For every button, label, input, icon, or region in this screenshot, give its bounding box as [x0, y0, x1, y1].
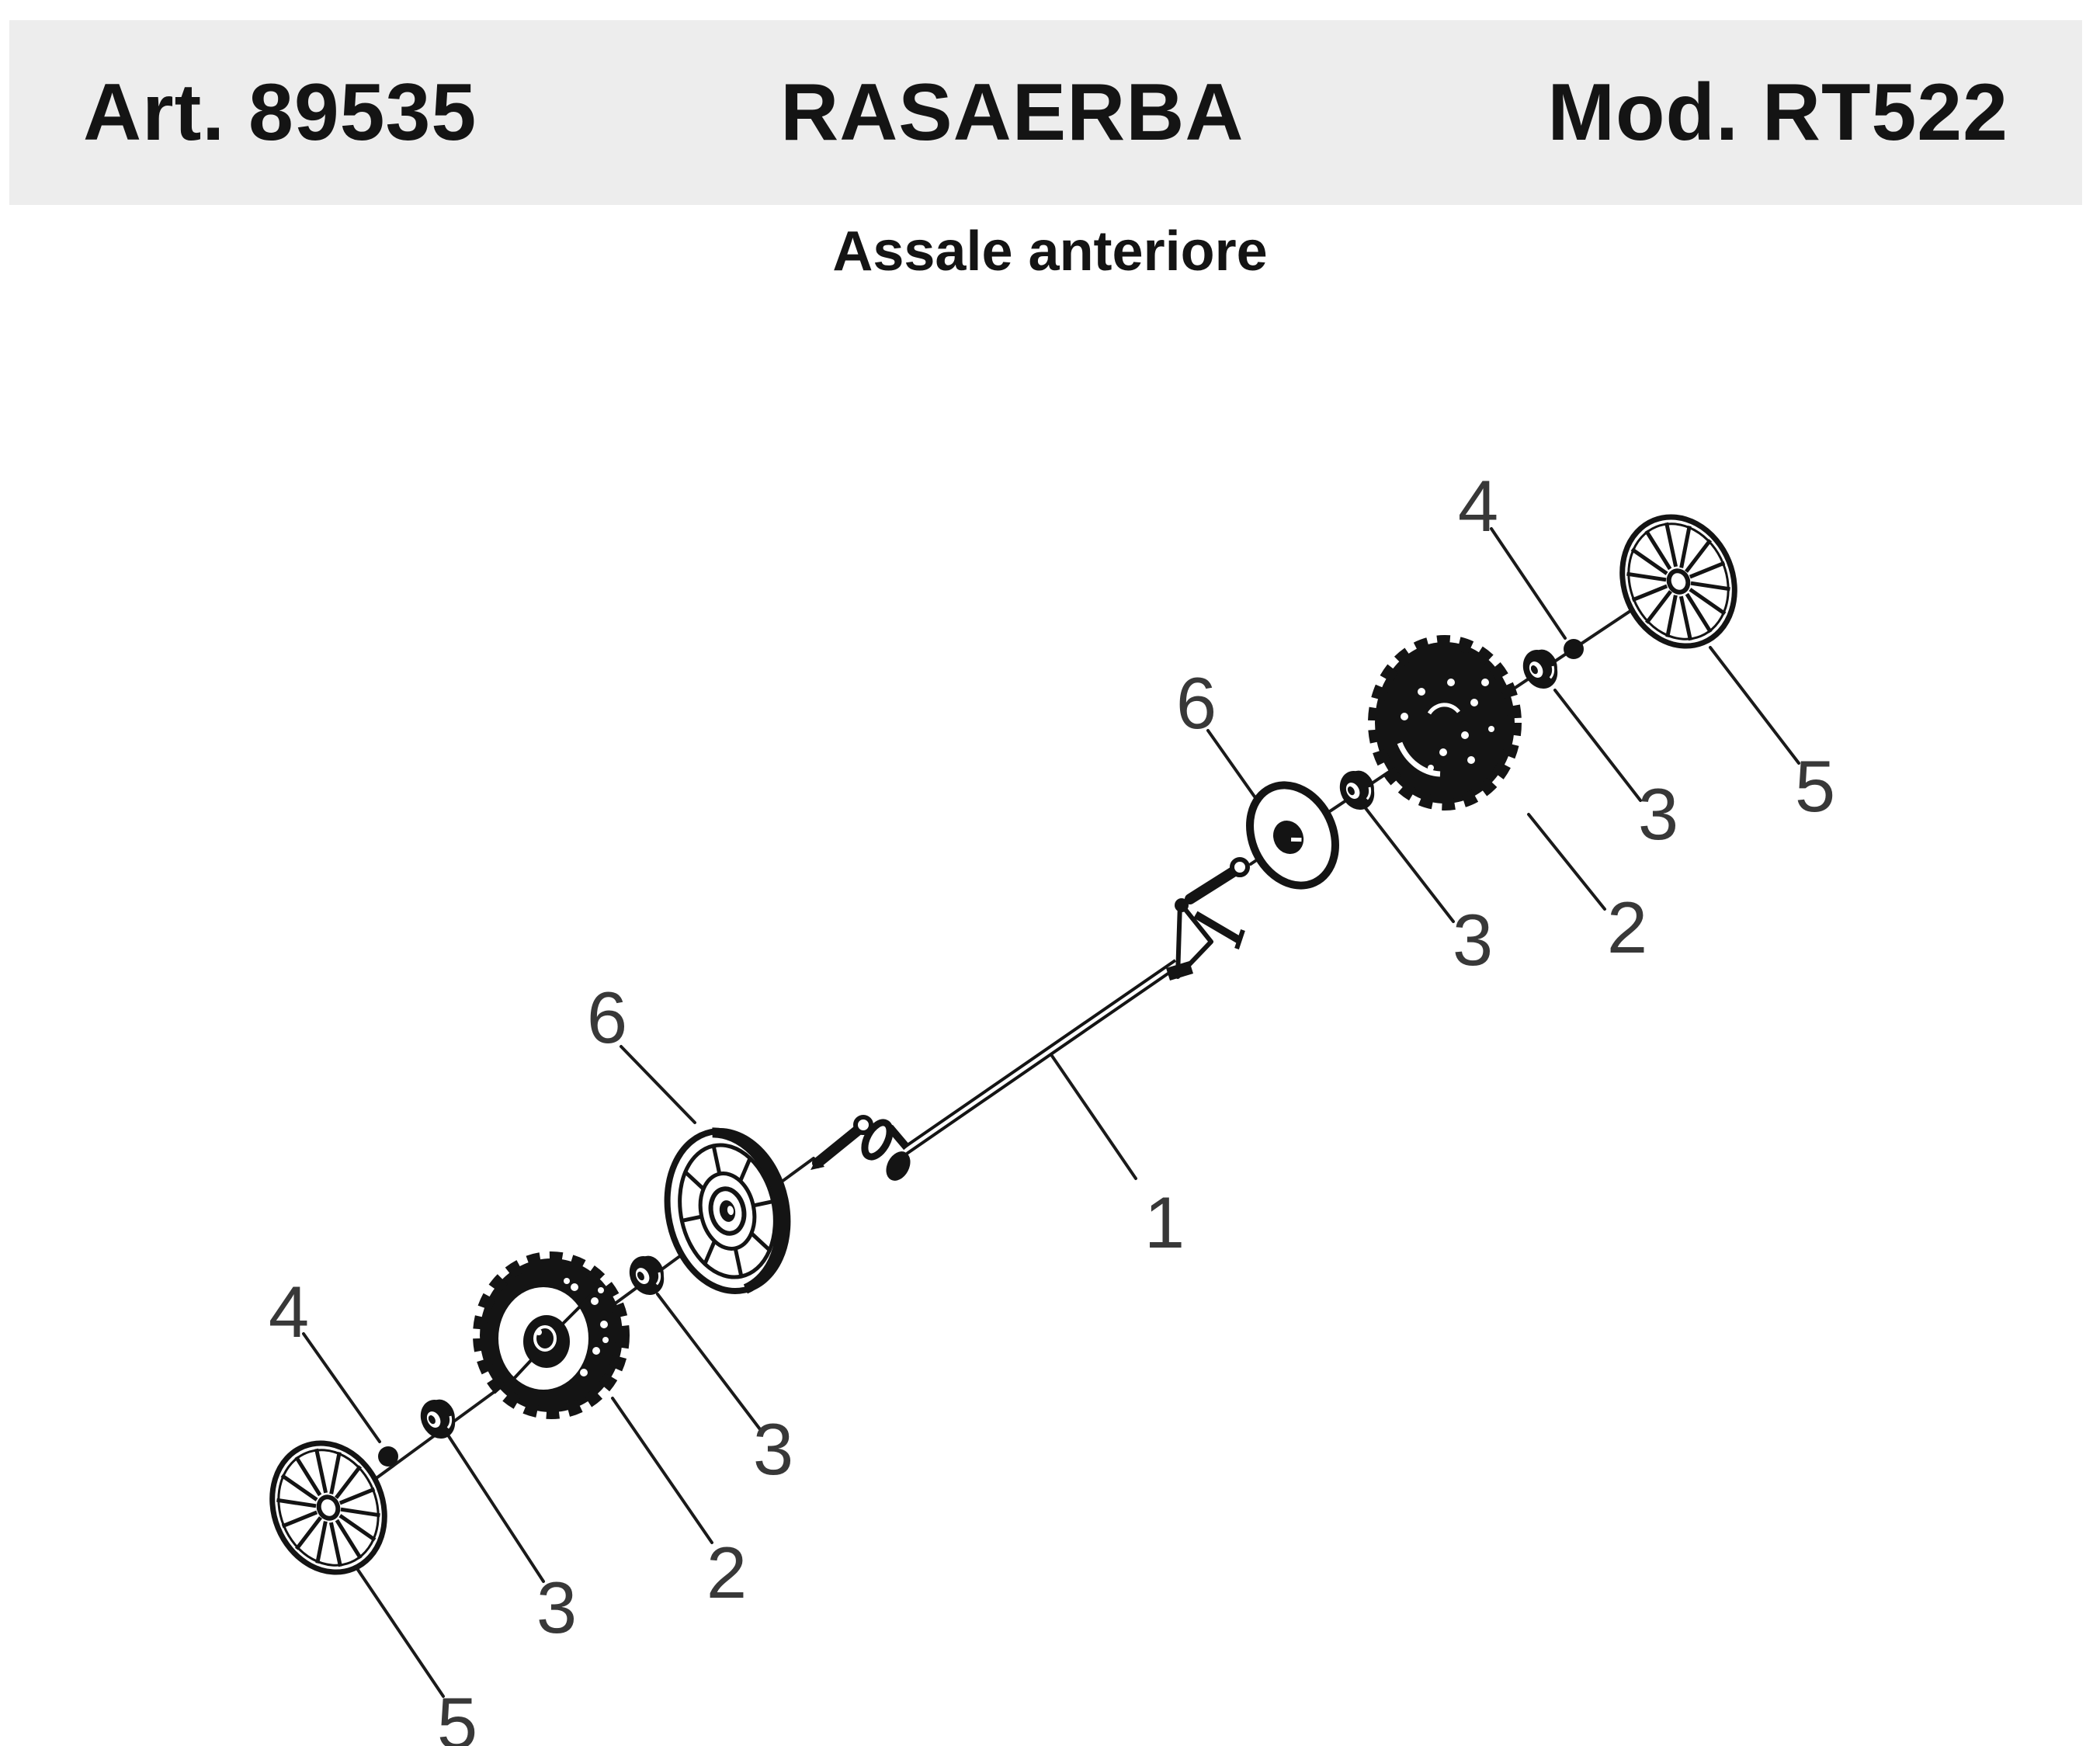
header-band: Art. 89535 RASAERBA Mod. RT522	[9, 20, 2082, 205]
callout-bushing-left-inner: 3	[753, 1408, 793, 1490]
wheel-right	[1375, 642, 1515, 804]
callout-axle: 1	[1144, 1182, 1185, 1263]
fastener-right	[1564, 639, 1584, 659]
product-name: RASAERBA	[780, 67, 1244, 158]
wheel-disc-left	[653, 1119, 802, 1302]
callout-hubcap-right: 5	[1795, 745, 1835, 827]
callout-disc-right: 6	[1176, 662, 1217, 744]
axle-shaft-assembly	[810, 857, 1250, 1181]
bushing-right-outer	[1515, 641, 1567, 696]
wheel-left	[480, 1258, 623, 1412]
callout-hubcap-left: 5	[437, 1682, 477, 1746]
callout-fastener-left: 4	[269, 1271, 309, 1352]
callout-leader-lines	[302, 527, 1800, 1698]
bushing-right-inner	[1331, 762, 1384, 817]
callout-bushing-right-inner: 3	[1453, 899, 1493, 981]
callout-bushing-right-outer: 3	[1638, 773, 1678, 855]
callout-wheel-right: 2	[1607, 887, 1647, 968]
callout-fastener-right: 4	[1458, 465, 1498, 547]
callout-wheel-left: 2	[706, 1532, 747, 1613]
hubcap-right	[1603, 500, 1753, 663]
diagram-title: Assale anteriore	[832, 220, 1268, 283]
article-number: Art. 89535	[83, 67, 477, 158]
callout-bushing-left-outer: 3	[536, 1567, 577, 1648]
fastener-left	[378, 1446, 398, 1467]
callout-disc-left: 6	[587, 977, 627, 1058]
model-number: Mod. RT522	[1547, 67, 2008, 158]
